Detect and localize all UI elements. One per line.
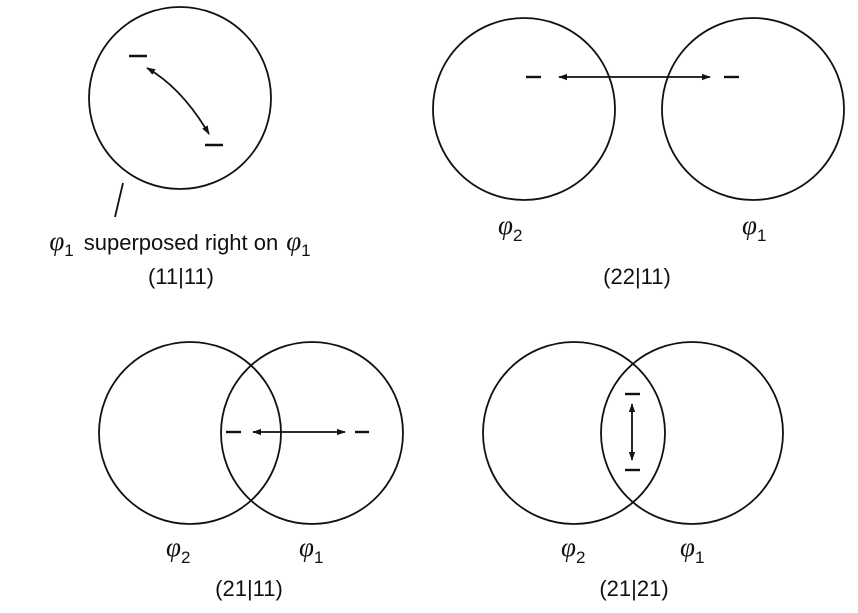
orbital-circle-phi1 bbox=[661, 17, 845, 201]
orbital-circle-phi2 bbox=[98, 341, 282, 525]
phi-symbol: φ bbox=[286, 226, 301, 256]
orbital-circle-phi2 bbox=[432, 17, 616, 201]
orbital-circle-phi2 bbox=[482, 341, 666, 525]
phi-symbol: φ bbox=[166, 532, 181, 562]
phi-symbol: φ bbox=[49, 226, 64, 256]
phi-symbol: φ bbox=[742, 210, 757, 240]
phi-subscript: 1 bbox=[314, 548, 323, 567]
phi-subscript: 1 bbox=[64, 241, 73, 260]
orbital-circle-phi1 bbox=[600, 341, 784, 525]
orbital-circle-phi1 bbox=[220, 341, 404, 525]
phi-subscript: 1 bbox=[757, 226, 766, 245]
repulsion-arrow bbox=[146, 67, 210, 135]
phi-subscript: 1 bbox=[301, 241, 310, 260]
panel-22-11: φ2 φ1 (22|11) bbox=[432, 17, 845, 289]
integral-label-11-11: (11|11) bbox=[148, 264, 214, 289]
phi-subscript: 2 bbox=[513, 226, 522, 245]
phi-symbol: φ bbox=[680, 532, 695, 562]
integral-label-21-21: (21|21) bbox=[599, 576, 668, 601]
phi-label-left: φ2 bbox=[561, 532, 585, 567]
phi-subscript: 1 bbox=[695, 548, 704, 567]
phi-label-right: φ1 bbox=[680, 532, 704, 567]
phi-label-left: φ2 bbox=[498, 210, 522, 245]
phi-symbol: φ bbox=[561, 532, 576, 562]
integral-label-22-11: (22|11) bbox=[603, 264, 671, 289]
phi-symbol: φ bbox=[498, 210, 513, 240]
phi-symbol: φ bbox=[299, 532, 314, 562]
callout-leader-line bbox=[114, 182, 124, 218]
orbital-circle-phi1 bbox=[88, 6, 272, 190]
phi-label-right: φ1 bbox=[299, 532, 323, 567]
callout-text: superposed right on bbox=[84, 230, 278, 255]
phi-label-left: φ2 bbox=[166, 532, 190, 567]
phi-subscript: 2 bbox=[181, 548, 190, 567]
phi-subscript: 2 bbox=[576, 548, 585, 567]
phi-label-right: φ1 bbox=[742, 210, 766, 245]
panel-21-21: φ2 φ1 (21|21) bbox=[482, 341, 784, 601]
panel-21-11: φ2 φ1 (21|11) bbox=[98, 341, 404, 601]
integral-label-21-11: (21|11) bbox=[215, 576, 283, 601]
